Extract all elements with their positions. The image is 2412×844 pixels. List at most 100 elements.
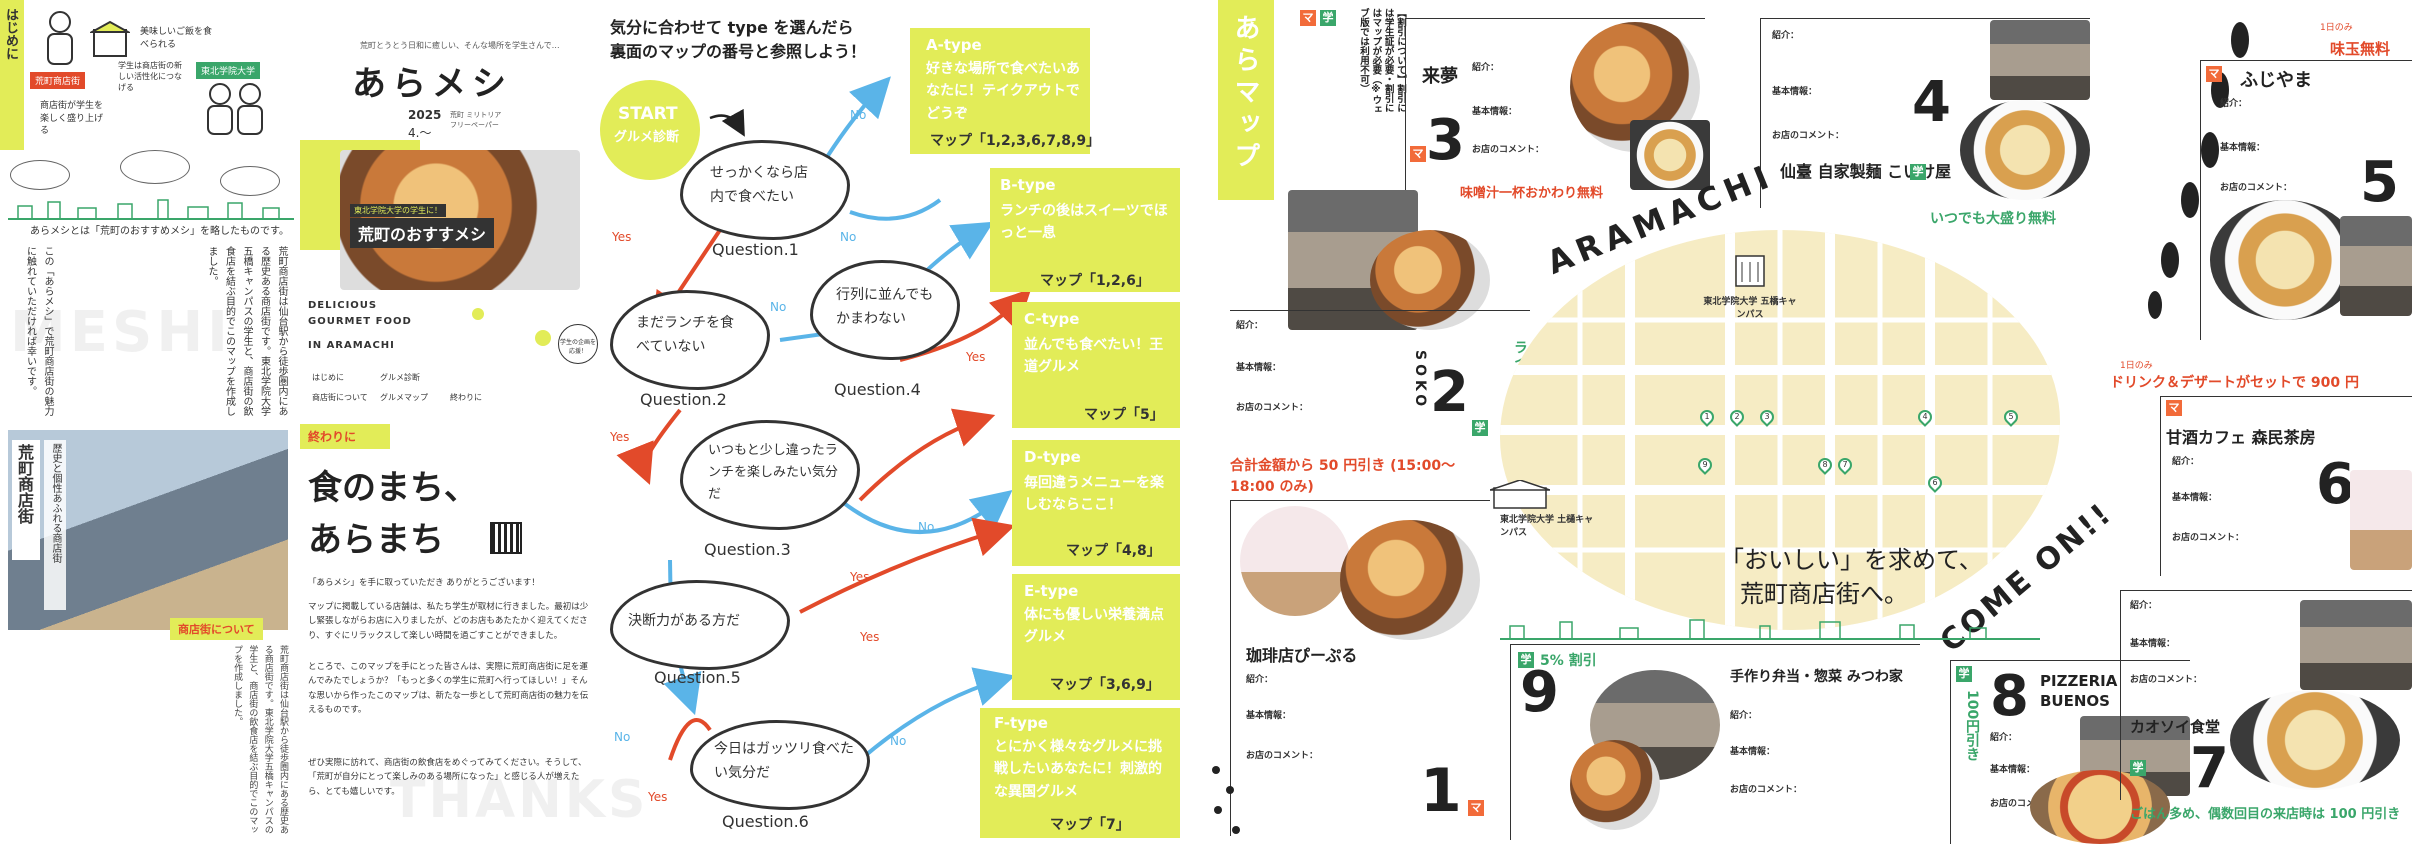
shop-7-deal: ごはん多め、偶数回目の来店時は 100 円引き — [2130, 807, 2401, 822]
shop-1-photo-2 — [1340, 520, 1480, 640]
shop-5-intro: 紹介： — [2220, 99, 2248, 109]
toc-2: グルメ診断 — [380, 373, 420, 382]
illus-text-shoten: 商店街が学生を楽しく盛り上げる — [40, 101, 104, 137]
shop-4-deal: いつでも大盛り無料 — [1930, 211, 2056, 227]
university-badge: 東北学院大学 — [196, 62, 261, 79]
thought-bubble — [120, 150, 190, 184]
type-f-desc: とにかく様々なグルメに挑戦したいあなたに！刺激的な異国グルメ — [994, 739, 1162, 800]
toc-3: 商店街について — [312, 393, 368, 402]
shop-2-photo-2 — [1370, 230, 1490, 330]
paw-prints — [1206, 760, 1256, 840]
shop-1-card — [1230, 500, 1490, 836]
shop-3-name: 来夢 — [1422, 66, 1458, 87]
shop-4-info: 基本情報： — [1772, 87, 1818, 97]
cover-english-3: IN ARAMACHI — [308, 340, 395, 351]
type-e-title: E-type — [1024, 582, 1079, 600]
shop-1-deal: 合計金額から 50 円引き (15:00〜18:00 のみ) — [1230, 458, 1456, 495]
shop-7-card — [2120, 590, 2412, 800]
shop-1-info: 基本情報： — [1246, 711, 1292, 721]
shop-7-name: カオソイ食堂 — [2130, 718, 2221, 736]
type-c-map: マップ「5」 — [1084, 407, 1164, 423]
shop-9-comment: お店のコメント： — [1730, 785, 1803, 795]
diagnosis-heading-1: 気分に合わせて type を選んだら — [610, 18, 854, 37]
type-b-desc: ランチの後はスイーツでほっと一息 — [1000, 203, 1168, 242]
shop-2-card — [1230, 310, 1530, 480]
illus-text-gakusei: 学生は商店街の新しい活性化につなげる — [118, 61, 182, 93]
question-4-text: 行列に並んでもかまわない — [836, 287, 934, 327]
cover-edition: 荒町 ミリトリア フリーペーパー — [450, 111, 502, 129]
street-sub-label: 商店街について — [170, 618, 263, 640]
shop-9-badge: 学 — [1518, 652, 1534, 668]
shop-5-info: 基本情報： — [2220, 143, 2266, 153]
shop-6-deal-pre: 1日のみ — [2120, 361, 2153, 371]
shop-7-intro: 紹介： — [2130, 601, 2158, 611]
thought-bubble — [10, 160, 70, 190]
shop-6-card — [2160, 396, 2412, 576]
map-streets — [1500, 230, 2060, 630]
cover-year: 2025 — [408, 108, 442, 122]
question-4-label: Question.4 — [834, 380, 921, 399]
map-pin-6-label: 6 — [1932, 478, 1938, 487]
footprints — [2140, 20, 2260, 320]
question-5-label: Question.5 — [654, 668, 741, 687]
no-label: No — [840, 230, 857, 244]
type-b-title: B-type — [1000, 176, 1056, 194]
shop-3-deal: 味噌汁一杯おかわり無料 — [1460, 186, 1604, 201]
watermark-thanks: THANKS — [390, 770, 649, 830]
diagnosis-panel: 気分に合わせて type を選んだら 裏面のマップの番号と参照しよう！ STAR… — [600, 0, 1180, 844]
shop-8-name: PIZZERIA BUENOS — [2040, 672, 2118, 710]
shop-3-card — [1405, 18, 1705, 198]
shop-9-number: 9 — [1520, 660, 1559, 725]
map-side-label: あらマップ — [1218, 0, 1274, 200]
thought-bubble — [220, 166, 280, 196]
question-3-label: Question.3 — [704, 540, 791, 559]
shop-5-deal: 味玉無料 — [2330, 40, 2391, 58]
yes-label: Yes — [610, 430, 630, 444]
question-4-cloud — [810, 260, 960, 360]
campus-1-label: 東北学院大学 五橋キャンパス — [1703, 297, 1797, 320]
street-body: 荒町商店街は仙台駅から徒歩圏内にある歴史ある商店街です。東北学院大学五橋キャンパ… — [232, 645, 288, 834]
type-e-box — [1012, 574, 1180, 700]
type-d-desc: 毎回違うメニューを楽しむならここ！ — [1024, 475, 1164, 514]
shop-2-comment: お店のコメント： — [1236, 403, 1309, 413]
toc-1: はじめに — [312, 373, 344, 382]
map-area[interactable] — [1500, 230, 2060, 630]
shop-4-intro: 紹介： — [1772, 31, 1800, 41]
shop-1-badge: マ — [1468, 800, 1484, 816]
type-a-map: マップ「1,2,3,6,7,8,9」 — [930, 133, 1101, 149]
street-caption: 荒町商店街 — [12, 440, 40, 560]
shop-6-number: 6 — [2316, 452, 2355, 517]
shop-3-intro: 紹介： — [1472, 63, 1500, 73]
shop-3-info: 基本情報： — [1472, 107, 1518, 117]
map-pin-5-label: 5 — [2008, 412, 2014, 421]
shop-5-photo — [2210, 200, 2360, 320]
qr-code[interactable] — [490, 522, 522, 554]
no-label: No — [890, 734, 907, 748]
type-a-desc: 好きな場所で食べたいあなたに！テイクアウトでどうぞ — [926, 61, 1080, 122]
shop-1-name: 珈琲店ぴーぷる — [1246, 646, 1358, 665]
shop-3-photo-2 — [1630, 120, 1710, 190]
cover-banner: 荒町のおすすメシ — [350, 218, 495, 248]
owari-label: 終わりに — [300, 424, 390, 449]
shop-2-intro: 紹介： — [1236, 321, 1264, 331]
illus-text-oishii: 美味しいご飯を食べられる — [140, 27, 213, 50]
shop-4-card — [1760, 18, 2090, 208]
shop-6-photo — [2350, 470, 2412, 570]
shop-8-info: 基本情報： — [1990, 765, 2036, 775]
intro-closing: この「あらメシ」で荒町商店街の魅力に触れていただければ幸いです。 — [24, 246, 54, 416]
shop-9-photo-2 — [1570, 740, 1660, 830]
toc-5: 終わりに — [450, 393, 482, 402]
cover-banner-pre: 東北学院大学の学生に！ — [350, 204, 446, 217]
start-sub: グルメ診断 — [614, 130, 680, 145]
shop-9-info: 基本情報： — [1730, 747, 1776, 757]
cover-subtitle: 荒町とうとう日和に癒しい、そんな場所を学生さんで… — [360, 41, 560, 50]
shop-6-name: 甘酒カフェ 森民茶房 — [2166, 428, 2316, 447]
shop-6-badge: マ — [2166, 400, 2182, 416]
shop-8-deal: 100円引き — [1964, 690, 1980, 762]
cover-english-1: DELICIOUS — [308, 300, 378, 311]
shop-6-info: 基本情報： — [2172, 493, 2218, 503]
owari-para-1: 「あらメシ」を手に取っていただき ありがとうございます！ — [308, 578, 540, 588]
shop-3-number: 3 — [1426, 108, 1465, 173]
shop-7-photo-2 — [2230, 690, 2400, 790]
intro-body: 荒町商店街は仙台駅から徒歩圏内にある歴史ある商店街です。東北学院大学五橋キャンパ… — [206, 246, 287, 416]
